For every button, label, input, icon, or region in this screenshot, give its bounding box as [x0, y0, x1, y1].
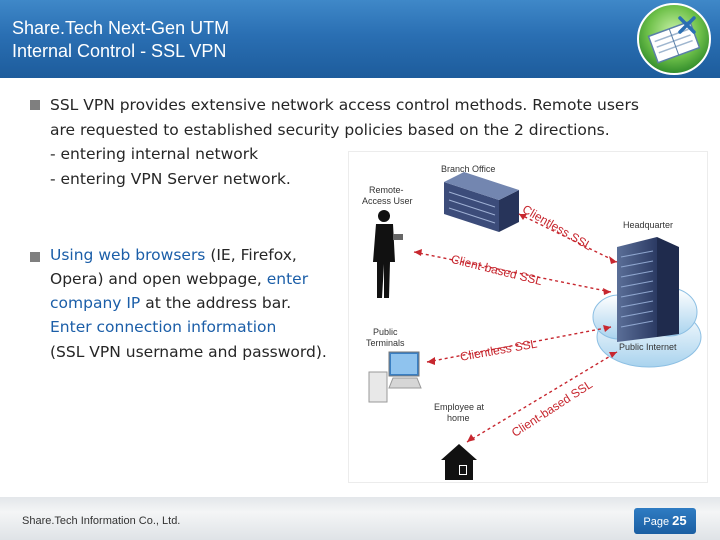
bullet1-line1: SSL VPN provides extensive network acces… [50, 96, 639, 114]
bullet2-line5: (SSL VPN username and password). [50, 343, 327, 361]
label-public-internet: Public Internet [619, 342, 677, 352]
remote-user-icon [373, 210, 403, 298]
headquarter-building-icon [617, 237, 679, 342]
highlight-web-browsers: Using web browsers [50, 246, 206, 264]
bullet2-line3-rest: at the address bar. [140, 294, 292, 312]
branch-office-building-icon [444, 172, 519, 232]
highlight-enter: enter [266, 270, 309, 288]
public-terminal-icon [368, 351, 422, 403]
slide-title-line1: Share.Tech Next-Gen UTM [12, 18, 230, 38]
page-label: Page [643, 516, 670, 528]
bullet2-line1: Using web browsers (IE, Firefox, [50, 243, 297, 268]
slide-title-line2: Internal Control - SSL VPN [12, 41, 227, 61]
notebook-logo-icon [637, 3, 711, 75]
highlight-company-ip: company IP [50, 294, 141, 312]
bullet1-line3: - entering internal network [50, 145, 259, 163]
ssl-vpn-diagram: Branch Office Remote- Access User Headqu… [349, 152, 707, 482]
label-public-terminals-1: Public [373, 327, 398, 337]
bullet2-line4: Enter connection information [50, 315, 276, 340]
highlight-enter-connection-info: Enter connection information [50, 318, 277, 336]
bullet2-line1-rest: (IE, Firefox, [205, 246, 297, 264]
title-bar [0, 0, 720, 78]
bullet2-line3: company IP at the address bar. [50, 291, 291, 316]
label-employee-at-home-2: home [447, 413, 470, 423]
label-headquarter: Headquarter [623, 220, 674, 230]
page-number: 25 [672, 513, 687, 528]
label-employee-at-home-1: Employee at [434, 402, 485, 412]
diagram-graphics [368, 172, 702, 480]
label-remote-access-user-2: Access User [362, 196, 413, 206]
label-public-terminals-2: Terminals [366, 338, 405, 348]
label-remote-access-user-1: Remote- [369, 185, 404, 195]
page-number-badge: Page 25 [634, 508, 696, 534]
bullet-marker [30, 252, 40, 262]
bullet1-line2: are requested to established security po… [50, 121, 610, 139]
footer-bar [0, 497, 720, 540]
bullet2-line2-start: Opera) and open webpage, [50, 270, 267, 288]
bullet2-line2: Opera) and open webpage, enter [50, 267, 308, 292]
label-branch-office: Branch Office [441, 164, 496, 174]
bullet-marker [30, 100, 40, 110]
home-icon [441, 444, 477, 480]
bullet1-line4: - entering VPN Server network. [50, 170, 291, 188]
footer-company-name: Share.Tech Information Co., Ltd. [22, 515, 181, 527]
